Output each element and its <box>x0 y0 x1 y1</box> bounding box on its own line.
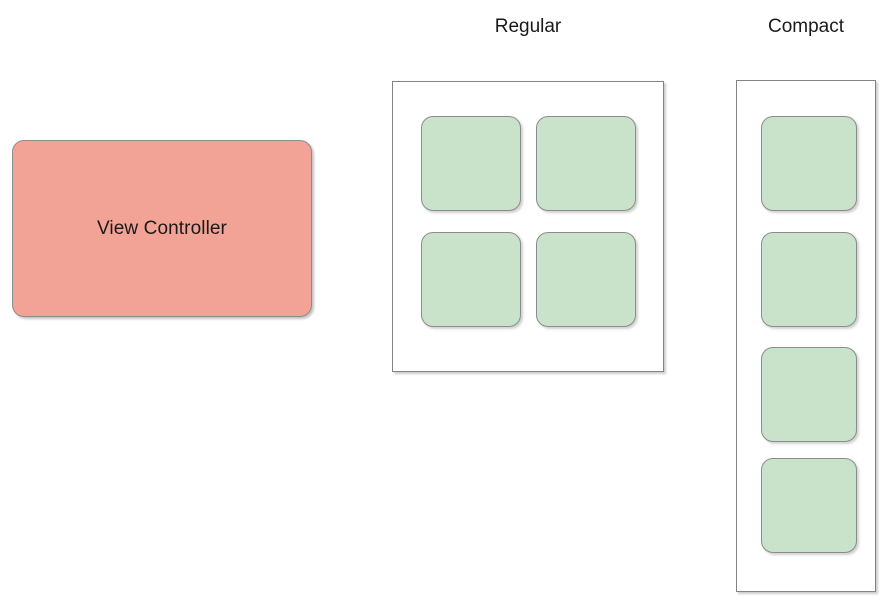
regular-tile-3[interactable] <box>421 232 521 327</box>
regular-tile-4[interactable] <box>536 232 636 327</box>
regular-tile-2[interactable] <box>536 116 636 211</box>
compact-tile-1[interactable] <box>761 116 857 211</box>
compact-tile-4[interactable] <box>761 458 857 553</box>
regular-column-title: Regular <box>494 16 562 37</box>
view-controller-label: View Controller <box>97 218 227 239</box>
compact-tile-3[interactable] <box>761 347 857 442</box>
regular-tile-1[interactable] <box>421 116 521 211</box>
view-controller-node[interactable]: View Controller <box>12 140 312 317</box>
compact-tile-2[interactable] <box>761 232 857 327</box>
compact-column-title: Compact <box>767 16 845 37</box>
